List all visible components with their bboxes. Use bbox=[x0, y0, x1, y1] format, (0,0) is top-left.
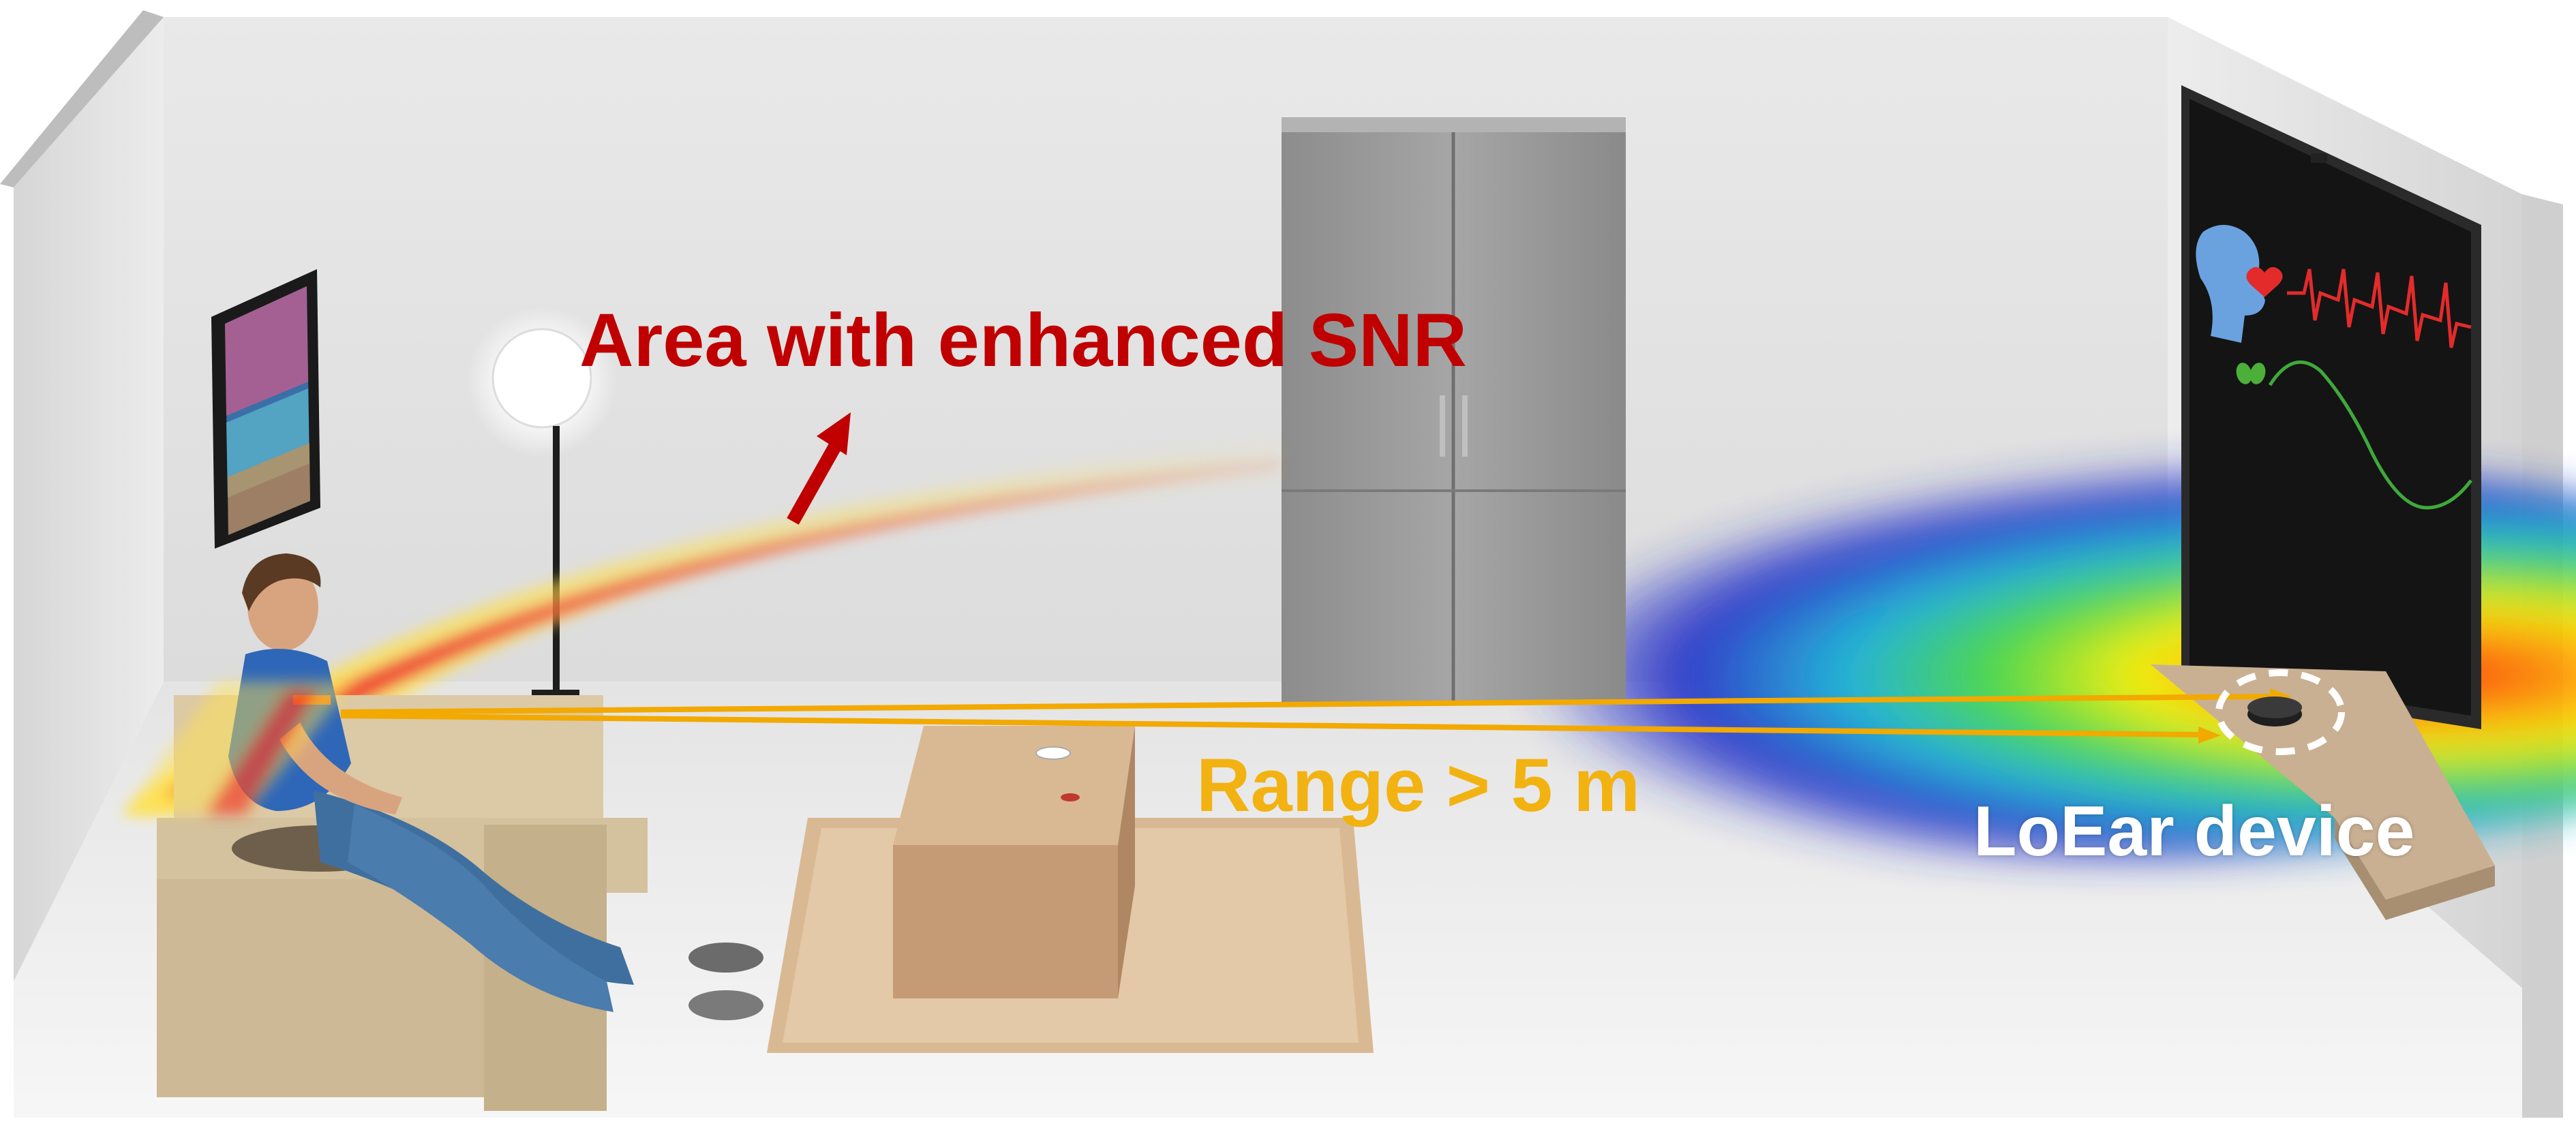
loear-device bbox=[2215, 669, 2345, 755]
device-label: LoEar device bbox=[1973, 792, 2415, 871]
coffee-table bbox=[893, 726, 1135, 998]
floor-base bbox=[0, 1118, 2576, 1147]
wall-painting bbox=[211, 269, 320, 549]
ecg-waveform bbox=[2287, 269, 2472, 348]
range-label: Range > 5 m bbox=[1196, 744, 1641, 827]
cabinet bbox=[1282, 117, 1626, 702]
snr-arrow bbox=[787, 412, 851, 525]
head-icon bbox=[2196, 225, 2269, 343]
breathing-wave bbox=[2268, 360, 2472, 510]
body-beam bbox=[123, 682, 354, 814]
teacup bbox=[1035, 746, 1071, 760]
person-hair bbox=[242, 553, 321, 611]
person-shoe-2 bbox=[688, 990, 763, 1020]
device-highlight-circle bbox=[2215, 669, 2345, 755]
snr-area-label: Area with enhanced SNR bbox=[579, 299, 1467, 382]
floor-lamp bbox=[467, 307, 617, 697]
tv-shelf bbox=[2151, 664, 2495, 920]
left-wall bbox=[14, 17, 164, 981]
lungs-icon bbox=[2236, 363, 2266, 384]
tv-screen bbox=[2181, 85, 2481, 729]
person-shoe-1 bbox=[688, 943, 763, 973]
heart-icon bbox=[2246, 266, 2283, 297]
wall-thickness-top bbox=[0, 10, 164, 187]
